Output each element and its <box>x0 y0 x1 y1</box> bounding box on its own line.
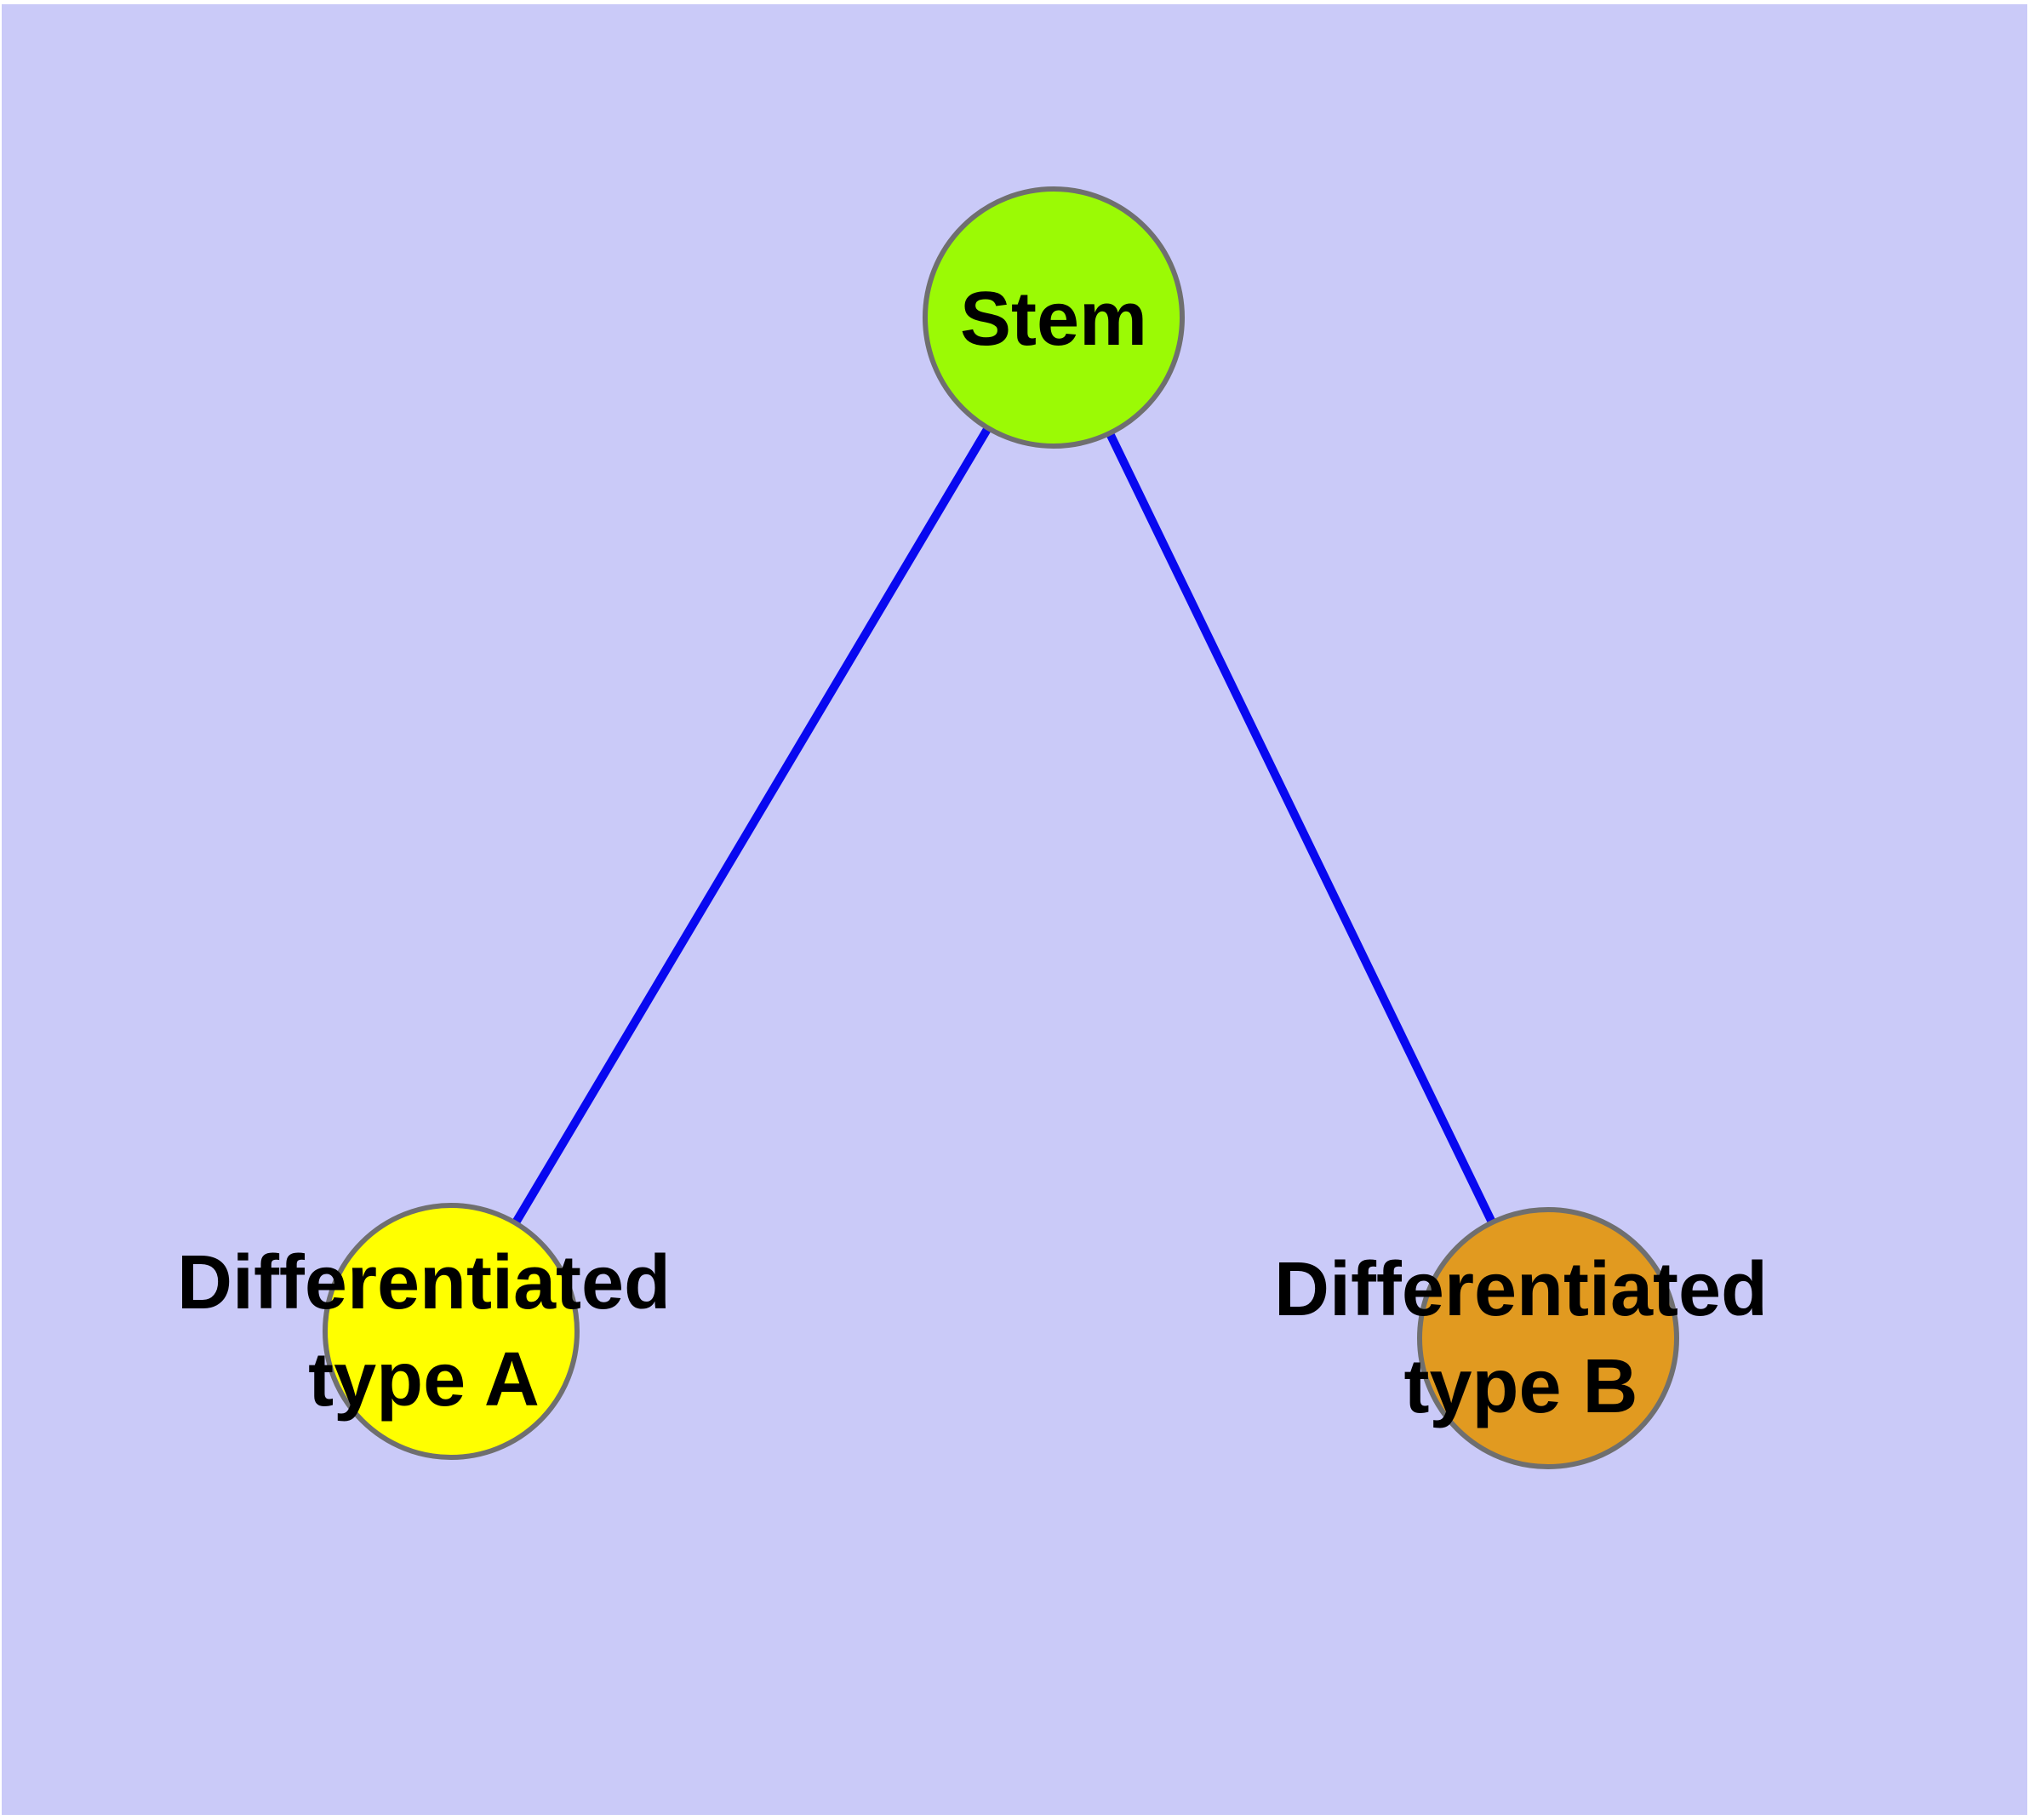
node-typeA-circle <box>323 1203 580 1460</box>
edge-stem-to-typeA <box>447 315 1058 1334</box>
node-typeB-label-line2: type B <box>1403 1344 1637 1429</box>
node-typeA-label-line2: type A <box>308 1337 540 1422</box>
node-typeB-label-line1: Differentiated <box>1274 1247 1768 1332</box>
edge-stem-to-typeB <box>1049 315 1552 1341</box>
node-stem-circle <box>923 186 1185 449</box>
node-typeA-label-line1: Differentiated <box>177 1240 671 1325</box>
node-stem-label: Stem <box>960 277 1147 362</box>
node-typeB-circle <box>1417 1207 1679 1469</box>
